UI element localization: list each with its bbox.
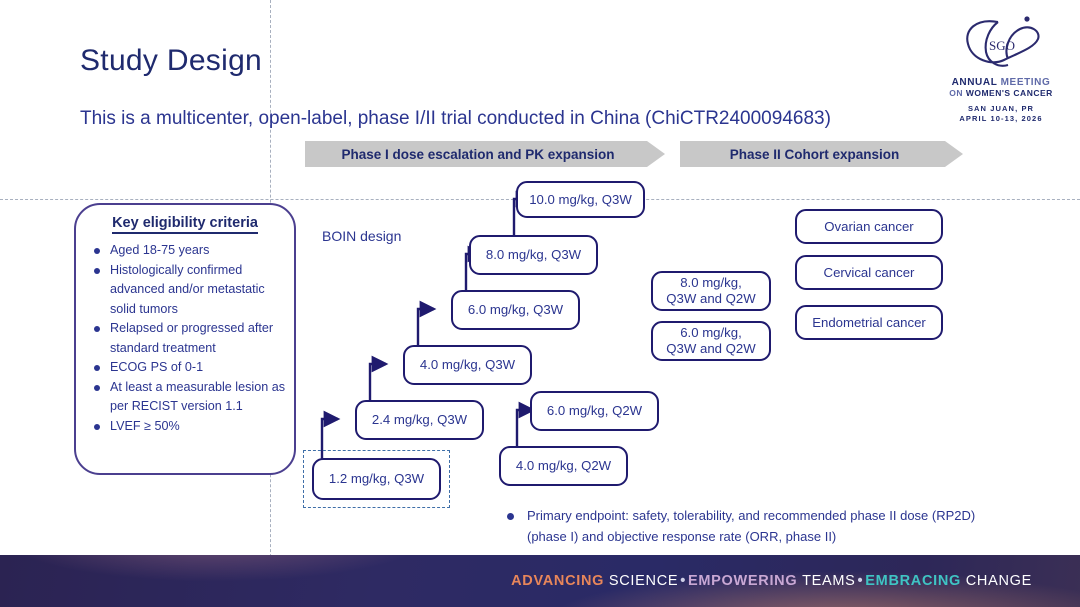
- sgo-logo: SGO ANNUAL MEETING ON WOMEN'S CANCER SAN…: [940, 14, 1062, 124]
- cohort-box-cervical[interactable]: Cervical cancer: [795, 255, 943, 290]
- logo-on: ON: [949, 88, 963, 98]
- footer-word-teams: TEAMS: [802, 573, 856, 589]
- cohort-box-ovarian[interactable]: Ovarian cancer: [795, 209, 943, 244]
- page-title: Study Design: [80, 44, 263, 77]
- banner-phase-1: Phase I dose escalation and PK expansion: [305, 141, 665, 167]
- logo-line-1: ANNUAL MEETING: [940, 77, 1062, 88]
- footer-word-change: CHANGE: [965, 573, 1032, 589]
- logo-meeting: MEETING: [1000, 77, 1051, 88]
- footer-word-empowering: EMPOWERING: [688, 573, 798, 589]
- logo-city: SAN JUAN, PR: [967, 104, 1035, 113]
- list-item: At least a measurable lesion as per RECI…: [94, 378, 286, 417]
- banner-phase-2: Phase II Cohort expansion: [680, 141, 963, 167]
- footer-separator-2: •: [857, 573, 864, 589]
- logo-date: APRIL 10-13, 2026: [959, 114, 1043, 123]
- footer-word-advancing: ADVANCING: [511, 573, 605, 589]
- cohort-box-endometrial[interactable]: Endometrial cancer: [795, 305, 943, 340]
- dose-box-6-0-q2w[interactable]: 6.0 mg/kg, Q2W: [530, 391, 659, 431]
- dose-box-2-4-q3w[interactable]: 2.4 mg/kg, Q3W: [355, 400, 484, 440]
- list-item: Aged 18-75 years: [94, 241, 286, 261]
- list-item: LVEF ≥ 50%: [94, 417, 286, 437]
- boin-design-label: BOIN design: [322, 228, 402, 244]
- logo-annual: ANNUAL: [951, 77, 998, 88]
- logo-line-2: ON WOMEN'S CANCER: [940, 88, 1062, 98]
- page-subtitle: This is a multicenter, open-label, phase…: [80, 108, 831, 129]
- footer-word-science: SCIENCE: [608, 573, 679, 589]
- list-item: Histologically confirmed advanced and/or…: [94, 261, 286, 320]
- dose-box-6-0-q3w[interactable]: 6.0 mg/kg, Q3W: [451, 290, 580, 330]
- slide-footer: ADVANCING SCIENCE•EMPOWERING TEAMS•EMBRA…: [0, 555, 1080, 607]
- eligibility-title: Key eligibility criteria: [76, 215, 294, 234]
- footer-word-embracing: EMBRACING: [865, 573, 962, 589]
- eligibility-list: Aged 18-75 years Histologically confirme…: [76, 241, 294, 436]
- footer-separator-1: •: [680, 573, 687, 589]
- logo-sgo-text: SGO: [989, 38, 1015, 53]
- dose-box-4-0-q3w[interactable]: 4.0 mg/kg, Q3W: [403, 345, 532, 385]
- expansion-dose-8-0[interactable]: 8.0 mg/kg, Q3W and Q2W: [651, 271, 771, 311]
- dose-box-8-0-q3w[interactable]: 8.0 mg/kg, Q3W: [469, 235, 598, 275]
- list-item: ECOG PS of 0-1: [94, 358, 286, 378]
- dose-box-4-0-q2w[interactable]: 4.0 mg/kg, Q2W: [499, 446, 628, 486]
- dose-box-10-0-q3w[interactable]: 10.0 mg/kg, Q3W: [516, 181, 645, 218]
- list-item: Relapsed or progressed after standard tr…: [94, 319, 286, 358]
- expansion-dose-6-0[interactable]: 6.0 mg/kg, Q3W and Q2W: [651, 321, 771, 361]
- dose-box-1-2-q3w[interactable]: 1.2 mg/kg, Q3W: [312, 458, 441, 500]
- key-eligibility-card: Key eligibility criteria Aged 18-75 year…: [74, 203, 296, 475]
- dashed-highlight-starting-dose: [303, 450, 450, 508]
- sgo-infinity-icon: SGO: [966, 16, 1040, 67]
- footer-tagline: ADVANCING SCIENCE•EMPOWERING TEAMS•EMBRA…: [511, 573, 1032, 589]
- primary-endpoint-text: Primary endpoint: safety, tolerability, …: [505, 505, 1007, 547]
- logo-dot: [1024, 16, 1030, 22]
- logo-womens-cancer: WOMEN'S CANCER: [965, 88, 1053, 98]
